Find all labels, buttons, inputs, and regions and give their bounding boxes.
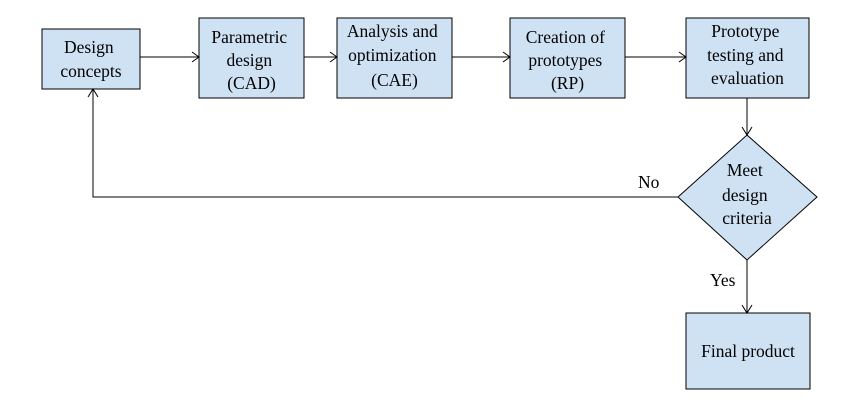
- svg-text:Meet design criter: Meet design criteria: [722, 160, 772, 228]
- design-concepts-node: Design concepts: [41, 28, 141, 90]
- analysis-optimization-node: Analysis and optimization (CAE): [336, 17, 453, 99]
- prototype-testing-node: Prototype testing and evaluation: [685, 17, 810, 99]
- prototype-testing-line-1: Prototype: [711, 21, 779, 41]
- final-product-label: Final product: [701, 341, 795, 361]
- svg-text:Design concepts: Design concepts: [60, 37, 121, 81]
- yes-label: Yes: [710, 270, 736, 290]
- svg-text:Final product: Final product: [701, 341, 795, 361]
- parametric-design-line-3: (CAD): [227, 73, 276, 93]
- svg-text:Creation of prototypes: Creation of prototypes (RP): [526, 27, 610, 93]
- prototype-testing-line-2: testing and: [707, 45, 784, 65]
- analysis-optimization-line-1: Analysis and: [347, 21, 438, 41]
- creation-prototypes-line-1: Creation of: [526, 27, 605, 47]
- arrow-analysis-to-creation: [452, 51, 511, 63]
- parametric-design-line-2: design: [226, 50, 272, 70]
- prototype-testing-line-3: evaluation: [711, 68, 784, 88]
- meet-criteria-line-1: Meet: [727, 160, 763, 180]
- creation-prototypes-line-2: prototypes: [528, 50, 602, 70]
- arrow-no-loop-back: [87, 88, 678, 198]
- final-product-node: Final product: [685, 312, 811, 390]
- parametric-design-line-1: Parametric: [211, 27, 287, 47]
- meet-criteria-line-2: design: [722, 185, 768, 205]
- no-label: No: [638, 172, 660, 192]
- arrow-design-to-parametric: [140, 51, 200, 63]
- arrow-parametric-to-analysis: [304, 51, 338, 63]
- analysis-optimization-line-3: (CAE): [371, 70, 418, 90]
- meet-criteria-decision: Meet design criteria: [677, 134, 818, 261]
- meet-criteria-line-3: criteria: [722, 208, 772, 228]
- parametric-design-node: Parametric design (CAD): [198, 17, 305, 99]
- svg-text:Analysis and optimizatio: Analysis and optimization (CAE): [347, 21, 442, 90]
- design-concepts-line-2: concepts: [60, 61, 121, 81]
- arrow-creation-to-testing: [625, 51, 687, 63]
- creation-prototypes-line-3: (RP): [551, 73, 584, 93]
- design-concepts-line-1: Design: [64, 37, 114, 57]
- arrow-yes-to-final: [741, 260, 753, 314]
- creation-prototypes-node: Creation of prototypes (RP): [509, 17, 626, 99]
- svg-text:Parametric design: Parametric design (CAD): [211, 27, 291, 93]
- analysis-optimization-line-2: optimization: [348, 45, 437, 65]
- arrow-testing-to-decision: [741, 98, 753, 136]
- svg-text:Prototype testing and: Prototype testing and evaluation: [707, 21, 788, 88]
